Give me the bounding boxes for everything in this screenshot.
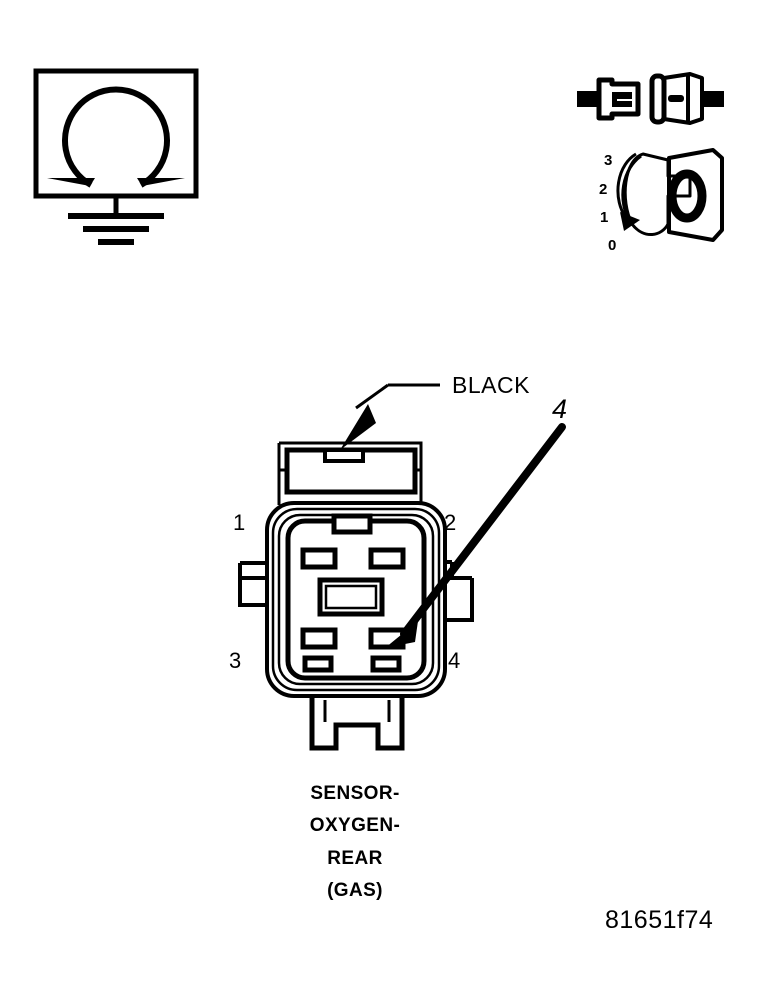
wire-color-label: BLACK [452,372,530,398]
connector-probe-icon [577,72,724,125]
pin-number-1: 1 [233,510,246,535]
pin-number-3: 3 [229,648,242,673]
dial-tick-0: 0 [608,237,617,254]
ohmmeter-symbol [33,68,199,216]
dial-tick-2: 2 [599,181,608,198]
pin4-callout-label: 4 [552,394,568,424]
earth-ground-symbol [68,213,164,245]
figure-id-code: 81651f74 [605,906,714,934]
part-name-line-1: SENSOR- [310,783,400,804]
part-name-line-4: (GAS) [327,880,383,901]
part-name-line-2: OXYGEN- [309,815,401,836]
part-name-line-3: REAR [327,848,383,869]
dial-tick-1: 1 [600,209,609,226]
black-wire-leader [340,383,440,450]
pin-number-2: 2 [444,510,457,535]
oxygen-sensor-connector [238,441,474,751]
rotary-dial-icon [616,148,724,242]
dial-tick-3: 3 [604,152,613,169]
pin-number-4: 4 [448,648,461,673]
